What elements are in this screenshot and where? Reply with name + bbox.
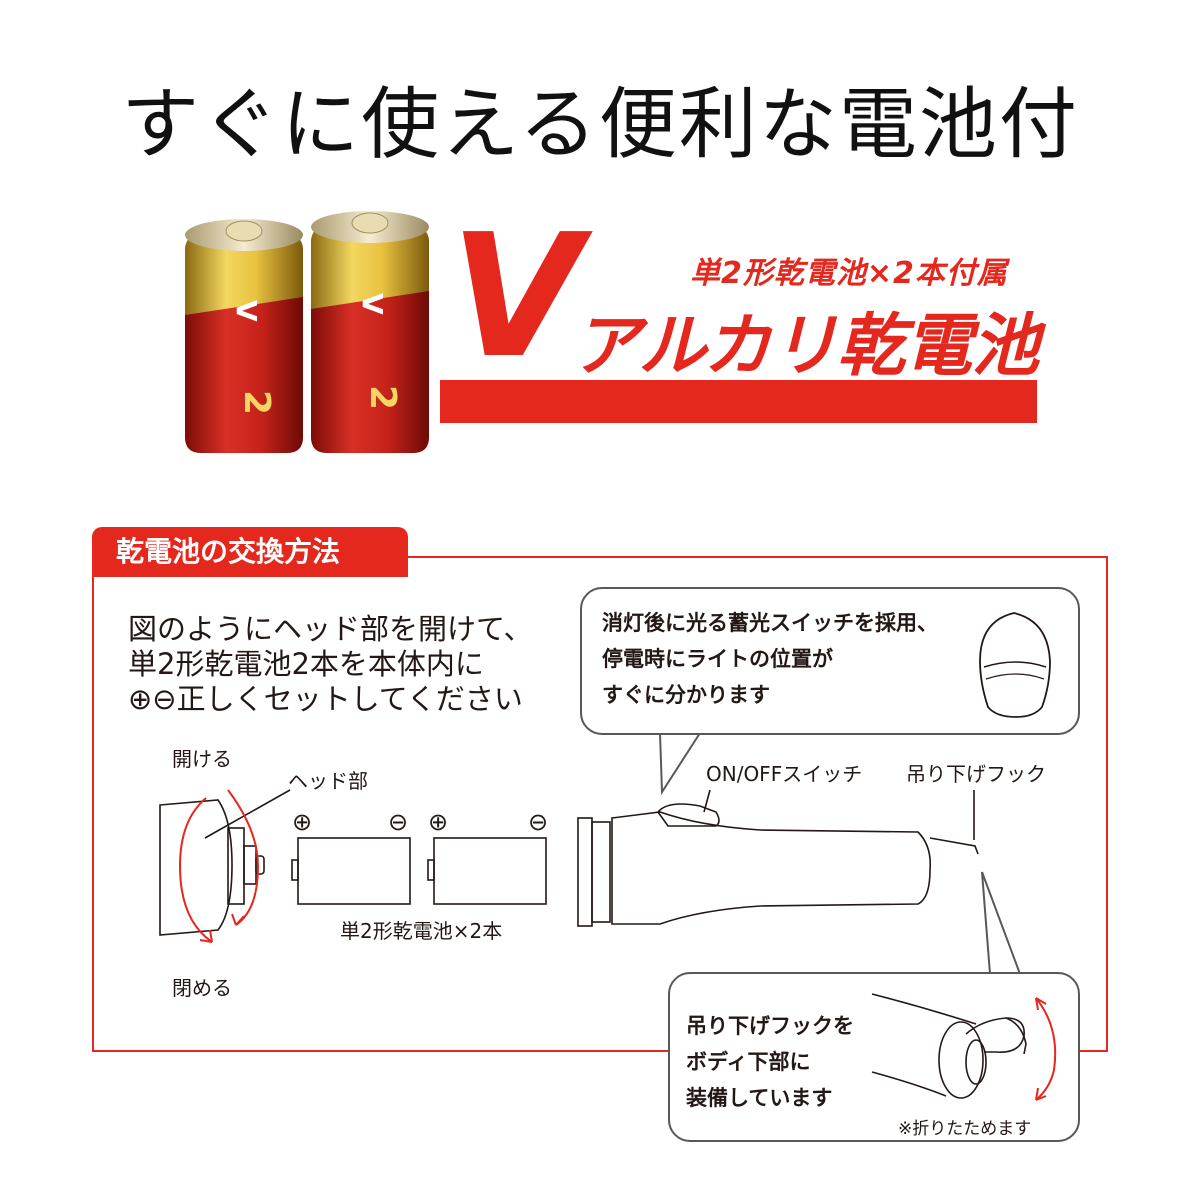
battery-caption: 単2形乾電池×2本 (340, 919, 503, 943)
switch-label: ON/OFFスイッチ (706, 762, 863, 786)
head-cap-outline (159, 799, 233, 936)
callout-line: 装備しています (686, 1086, 833, 1110)
open-arrow (227, 789, 260, 926)
callout-line: すぐに分かります (602, 683, 770, 707)
head-bulb-base (243, 845, 257, 885)
callout-text: 吊り下げフックを ボディ下部に 装備しています (686, 1008, 854, 1116)
hook-foldable-note: ※折りたためます (898, 1119, 1032, 1139)
brand-logo-name: アルカリ乾電池 (572, 307, 1039, 386)
instruction-line: 図のようにヘッド部を開けて、 (128, 612, 533, 646)
close-arrow (178, 797, 213, 943)
svg-text:V: V (230, 300, 263, 322)
minus-icon: ⊖ (388, 808, 409, 836)
battery-outline (433, 837, 547, 905)
switch-icon (979, 612, 1051, 718)
switch-outline (656, 803, 720, 827)
open-label: 開ける (172, 747, 232, 771)
close-label: 閉める (172, 976, 232, 1000)
hook-detail-illustration (871, 993, 1057, 1101)
callout-text: 消灯後に光る蓄光スイッチを採用、 停電時にライトの位置が すぐに分かります (602, 605, 938, 713)
svg-text:2: 2 (236, 390, 277, 415)
hook-callout: 吊り下げフックを ボディ下部に 装備しています ※折りたためます (668, 972, 1080, 1142)
callout-line: ボディ下部に (686, 1050, 811, 1074)
head-label: ヘッド部 (288, 769, 368, 793)
instruction-line: 単2形乾電池2本を本体内に (128, 647, 484, 681)
battery-pair-image: V 2 V 2 (175, 205, 435, 460)
plus-icon: ⊕ (292, 808, 313, 836)
instructions: 図のようにヘッド部を開けて、 単2形乾電池2本を本体内に ⊕⊖正しくセットしてく… (128, 612, 533, 717)
battery-right: V 2 (311, 211, 429, 453)
plus-icon: ⊕ (428, 808, 449, 836)
svg-text:V: V (356, 293, 389, 315)
brand-logo-v: V (450, 198, 582, 396)
callout-line: 吊り下げフックを (686, 1014, 854, 1038)
instruction-line: ⊕⊖正しくセットしてください (128, 682, 523, 716)
flashlight-body-outline (611, 811, 932, 925)
replacement-section-frame (92, 556, 1108, 1052)
head-bulb (255, 855, 265, 875)
hook-label: 吊り下げフック (906, 762, 1046, 786)
callout-line: 消灯後に光る蓄光スイッチを採用、 (602, 611, 938, 635)
section-heading: 乾電池の交換方法 (92, 527, 408, 577)
battery-left: V 2 (185, 219, 303, 453)
included-batteries-tag: 単2形乾電池×2本付属 (690, 256, 1008, 291)
page-title: すぐに使える便利な電池付 (121, 80, 1079, 170)
section-top-rule (92, 556, 1108, 558)
battery-outline (297, 837, 411, 905)
glow-switch-callout: 消灯後に光る蓄光スイッチを採用、 停電時にライトの位置が すぐに分かります (580, 587, 1080, 735)
brand-underline-bar (440, 380, 1037, 423)
svg-text:2: 2 (362, 385, 403, 410)
callout-line: 停電時にライトの位置が (602, 647, 833, 671)
minus-icon: ⊖ (528, 808, 549, 836)
